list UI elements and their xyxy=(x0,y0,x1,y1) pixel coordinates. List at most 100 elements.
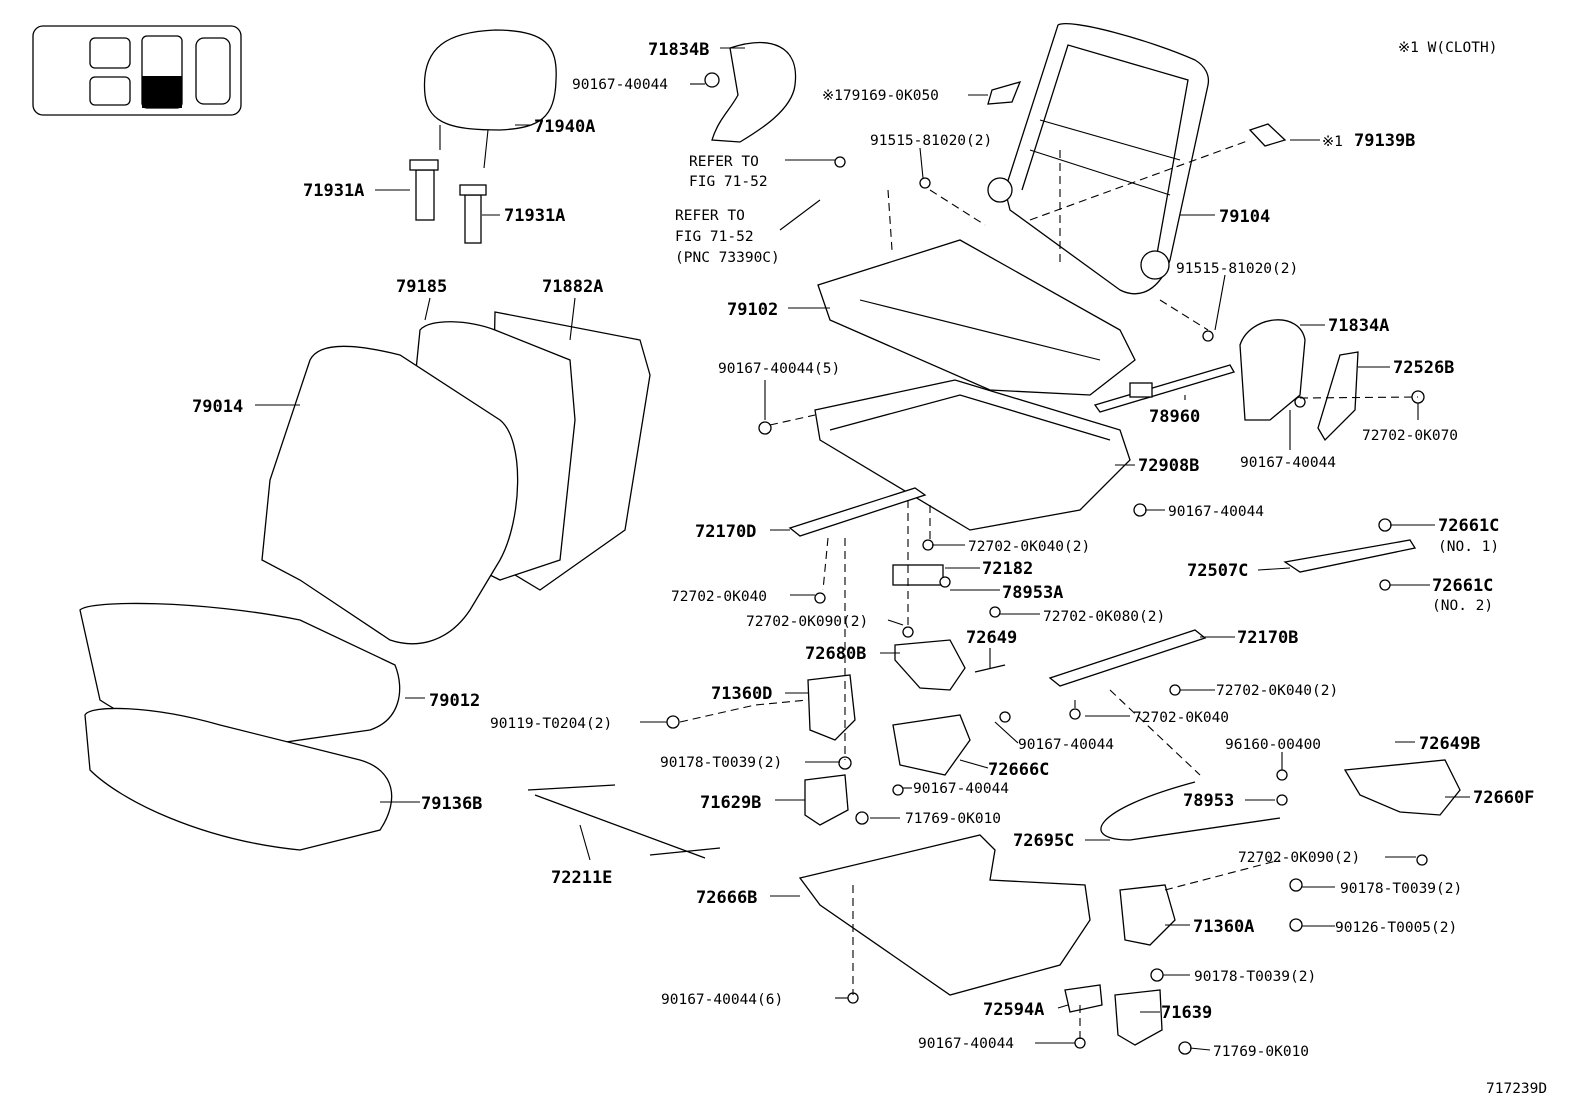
callout-71360a: 71360A xyxy=(1193,917,1254,937)
seat-cushion-assembly xyxy=(79,602,401,851)
callout-78953: 78953 xyxy=(1183,791,1234,811)
refer-2-line-a: REFER TO xyxy=(675,208,745,224)
strap-78960 xyxy=(1093,364,1235,413)
callout-72661c-no2: 72661C xyxy=(1432,576,1493,596)
callout-71940a: 71940A xyxy=(534,117,595,137)
callout-90167-40044-f: 90167-40044 xyxy=(918,1036,1014,1052)
callout-72702-0k070: 72702-0K070 xyxy=(1362,428,1458,444)
callout-72702-0k090-b: 72702-0K090(2) xyxy=(1238,850,1360,866)
callout-72649: 72649 xyxy=(966,628,1017,648)
callout-72666c: 72666C xyxy=(988,760,1049,780)
refer-1-line-a: REFER TO xyxy=(689,154,759,170)
seat-track-72170b xyxy=(1048,629,1207,687)
headrest-guide-left xyxy=(409,159,439,221)
callout-90178-a: 90178-T0039(2) xyxy=(660,755,782,771)
callout-90119: 90119-T0204(2) xyxy=(490,716,612,732)
fasteners xyxy=(666,156,1428,1055)
link-plate-72507c xyxy=(1283,539,1417,573)
callout-72507c: 72507C xyxy=(1187,561,1248,581)
callout-72702-0k090-a: 72702-0K090(2) xyxy=(746,614,868,630)
callout-91515-a: 91515-81020(2) xyxy=(870,133,992,149)
cover-72594a xyxy=(1064,984,1103,1013)
callout-71360d: 71360D xyxy=(711,684,772,704)
callout-79185: 79185 xyxy=(396,277,447,297)
callout-78960: 78960 xyxy=(1149,407,1200,427)
callout-90167-40044-b: 90167-40044 xyxy=(1240,455,1336,471)
callout-79014: 79014 xyxy=(192,397,243,417)
callout-90126: 90126-T0005(2) xyxy=(1335,920,1457,936)
seat-lower-frame-72908b xyxy=(814,379,1131,531)
assembly-dashed-lines xyxy=(679,139,1419,1040)
callout-71834b: 71834B xyxy=(648,40,709,60)
seat-track-72170d xyxy=(788,487,927,537)
callout-96160: 96160-00400 xyxy=(1225,737,1321,753)
callout-72660f: 72660F xyxy=(1473,788,1534,808)
callout-79012: 79012 xyxy=(429,691,480,711)
callout-72702-0k080: 72702-0K080(2) xyxy=(1043,609,1165,625)
tag-79139b xyxy=(1248,123,1287,147)
callout-90178-c: 90178-T0039(2) xyxy=(1194,969,1316,985)
lock-71360a xyxy=(1119,884,1176,946)
headrest-part xyxy=(423,29,557,169)
callout-71931a-left: 71931A xyxy=(303,181,364,201)
cushion-frame-79102 xyxy=(817,239,1136,396)
cover-72666b xyxy=(798,834,1091,996)
callout-79139b: 79139B xyxy=(1354,131,1415,151)
figure-id: 717239D xyxy=(1486,1081,1547,1097)
refer-2-line-b: FIG 71-52 xyxy=(675,229,754,245)
cover-72526b xyxy=(1317,351,1359,442)
callout-78953a: 78953A xyxy=(1002,583,1063,603)
lock-72660f xyxy=(1343,759,1461,816)
note-text: ※1 W(CLOTH) xyxy=(1398,40,1497,56)
callout-71882a: 71882A xyxy=(542,277,603,297)
callout-90178-b: 90178-T0039(2) xyxy=(1340,881,1462,897)
bracket-72182 xyxy=(892,564,944,586)
callout-72526b: 72526B xyxy=(1393,358,1454,378)
callout-72695c: 72695C xyxy=(1013,831,1074,851)
callout-90167-40044-6: 90167-40044(6) xyxy=(661,992,783,1008)
callout-90167-40044-e: 90167-40044 xyxy=(913,781,1009,797)
cover-71629b xyxy=(804,774,849,826)
callout-179169: ※179169-0K050 xyxy=(822,88,939,104)
callout-71931a-right: 71931A xyxy=(504,206,565,226)
cover-71639 xyxy=(1114,989,1163,1046)
cover-72666c xyxy=(892,714,971,776)
leader-lines xyxy=(255,47,1470,1051)
lock-71360d xyxy=(807,674,856,741)
callout-72908b: 72908B xyxy=(1138,456,1199,476)
callout-90167-40044-c: 90167-40044 xyxy=(1168,504,1264,520)
cable-72695c xyxy=(1100,781,1281,841)
hinge-cover-71834b xyxy=(704,41,797,143)
callout-72702-0k040-b: 72702-0K040 xyxy=(1133,710,1229,726)
callout-79102: 79102 xyxy=(727,300,778,320)
callout-72594a: 72594A xyxy=(983,1000,1044,1020)
callout-90167-40044-5: 90167-40044(5) xyxy=(718,361,840,377)
callout-72170d: 72170D xyxy=(695,522,756,542)
seatback-frame-79104 xyxy=(987,23,1210,295)
callout-72680b: 72680B xyxy=(805,644,866,664)
callout-71639: 71639 xyxy=(1161,1003,1212,1023)
callout-71769-a: 71769-0K010 xyxy=(905,811,1001,827)
callout-72661c-no1-note: (NO. 1) xyxy=(1438,539,1499,555)
hinge-cover-71834a xyxy=(1239,319,1306,421)
headrest-guide-right xyxy=(459,184,487,244)
refer-2-line-c: (PNC 73390C) xyxy=(675,250,780,266)
refer-1-line-b: FIG 71-52 xyxy=(689,174,768,190)
callout-72702-0k040-2b: 72702-0K040(2) xyxy=(1216,683,1338,699)
callout-72702-0k040-a: 72702-0K040 xyxy=(671,589,767,605)
seatback-assembly xyxy=(261,311,651,645)
callout-72661c-no2-note: (NO. 2) xyxy=(1432,598,1493,614)
callout-71769-b: 71769-0K010 xyxy=(1213,1044,1309,1060)
lock-72680b xyxy=(894,639,1006,691)
tag-179169 xyxy=(987,81,1022,105)
callout-79104: 79104 xyxy=(1219,207,1270,227)
callout-79136b: 79136B xyxy=(421,794,482,814)
callout-79139b-mark: ※1 xyxy=(1322,134,1343,150)
callout-90167-40044-a: 90167-40044 xyxy=(572,77,668,93)
callout-72702-0k040-2a: 72702-0K040(2) xyxy=(968,539,1090,555)
callout-90167-40044-d: 90167-40044 xyxy=(1018,737,1114,753)
callout-72666b: 72666B xyxy=(696,888,757,908)
callout-72211e: 72211E xyxy=(551,868,612,888)
callout-72182: 72182 xyxy=(982,559,1033,579)
